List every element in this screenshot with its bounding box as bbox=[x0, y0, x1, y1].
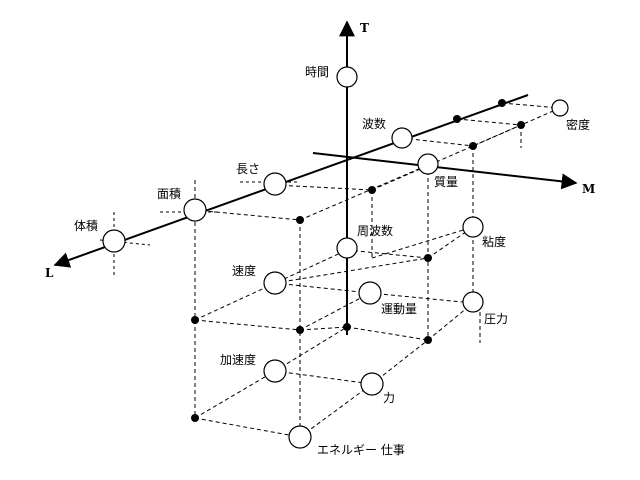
node-energy bbox=[288, 425, 312, 449]
node-momentum bbox=[358, 281, 382, 305]
label-energy: エネルギー 仕事 bbox=[317, 443, 405, 457]
dashed-grid bbox=[99, 102, 561, 438]
m-axis-label: M bbox=[582, 182, 595, 196]
node-velocity bbox=[263, 271, 287, 295]
node-time bbox=[336, 66, 358, 88]
label-acceleration: 加速度 bbox=[220, 352, 256, 367]
junction-dots bbox=[191, 99, 525, 422]
label-force: 力 bbox=[383, 391, 395, 405]
t-axis-label: T bbox=[360, 21, 369, 35]
node-density bbox=[551, 99, 569, 117]
label-time: 時間 bbox=[305, 65, 329, 79]
node-viscosity bbox=[462, 216, 484, 238]
label-momentum: 運動量 bbox=[381, 302, 417, 316]
node-pressure bbox=[462, 291, 484, 313]
label-velocity: 速度 bbox=[232, 263, 256, 278]
m-axis bbox=[312, 152, 578, 190]
label-wavenumber: 波数 bbox=[362, 116, 386, 131]
l-axis-label: L bbox=[45, 266, 54, 280]
label-area: 面積 bbox=[157, 186, 181, 201]
node-wavenumber bbox=[391, 127, 413, 149]
node-frequency bbox=[336, 237, 358, 259]
node-mass bbox=[417, 153, 439, 175]
label-frequency: 周波数 bbox=[357, 223, 393, 238]
label-pressure: 圧力 bbox=[484, 312, 508, 326]
node-force bbox=[360, 372, 384, 396]
label-density: 密度 bbox=[566, 117, 590, 132]
label-mass: 質量 bbox=[434, 174, 458, 189]
label-volume: 体積 bbox=[74, 218, 98, 233]
l-axis bbox=[53, 94, 529, 268]
node-volume bbox=[102, 229, 126, 253]
node-length bbox=[263, 172, 287, 196]
label-length: 長さ bbox=[236, 162, 260, 176]
node-acceleration bbox=[263, 359, 287, 383]
quantity-nodes bbox=[102, 66, 569, 449]
label-viscosity: 粘度 bbox=[482, 234, 506, 249]
quantity-labels: 時間 波数 密度 質量 長さ 面積 体積 周波数 粘度 速度 運動量 圧力 加速… bbox=[74, 65, 590, 457]
node-area bbox=[183, 198, 207, 222]
